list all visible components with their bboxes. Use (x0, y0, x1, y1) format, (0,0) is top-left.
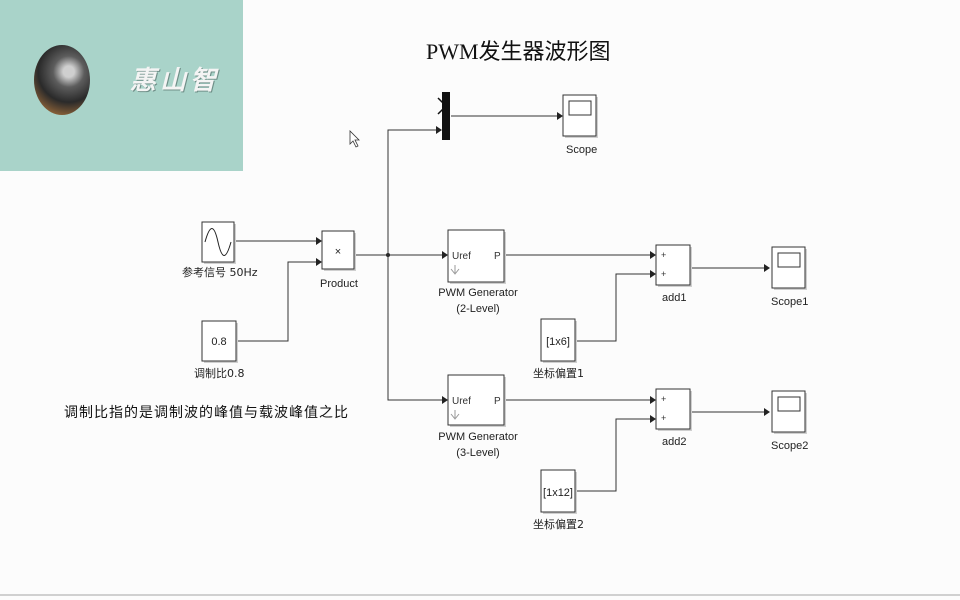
add2-block-label: add2 (662, 436, 686, 448)
arrow-icon (650, 270, 656, 278)
mux-marker-icon (437, 97, 448, 115)
arrow-icon (650, 396, 656, 404)
divider (0, 594, 960, 596)
pwm3-label-line1: PWM Generator (438, 431, 518, 443)
bias1-value: [1x6] (546, 336, 570, 348)
pwm2-label-line1: PWM Generator (438, 287, 518, 299)
arrow-icon (442, 251, 448, 259)
pwm2-down-arrow-icon (450, 265, 460, 275)
bias2-value: [1x12] (543, 487, 573, 499)
add1-sign-1: + (661, 250, 666, 260)
add2-block[interactable]: + + add2 (655, 388, 692, 448)
mux-block[interactable] (437, 92, 450, 140)
product-block-label: Product (320, 278, 358, 290)
scope2-block-label: Scope2 (771, 440, 808, 452)
scope-block[interactable]: Scope (562, 94, 598, 156)
wire-bias2-add2 (577, 418, 650, 492)
wire-bias1-add1 (577, 273, 650, 342)
bias1-constant-block[interactable]: [1x6] 坐标偏置1 (533, 318, 584, 380)
constant-value: 0.8 (211, 336, 226, 348)
constant-block-label: 调制比0.8 (194, 367, 245, 380)
scope2-block[interactable]: Scope2 (771, 390, 808, 452)
arrow-icon (650, 415, 656, 423)
add1-block[interactable]: + + add1 (655, 244, 692, 304)
wire-const-product (237, 261, 316, 342)
pwm3-output-label: P (494, 396, 501, 407)
wire-to-pwm3 (387, 255, 442, 401)
pwm-generator-2level-block[interactable]: Uref P PWM Generator (2-Level) (438, 229, 518, 315)
avatar (34, 45, 90, 115)
add2-sign-2: + (661, 413, 666, 423)
page-title: PWM发生器波形图 (426, 39, 611, 64)
pwm3-input-label: Uref (452, 396, 471, 407)
scope2-screen-icon (777, 396, 801, 412)
sine-wave-block[interactable]: 参考信号 50Hz (182, 221, 258, 279)
watermark-banner: 惠山智 (0, 0, 243, 171)
constant-block[interactable]: 0.8 调制比0.8 (194, 320, 245, 380)
pwm3-label-line2: (3-Level) (456, 447, 499, 459)
bias2-block-label: 坐标偏置2 (533, 517, 584, 531)
arrow-icon (650, 251, 656, 259)
product-symbol: × (335, 246, 341, 258)
pwm2-input-label: Uref (452, 251, 471, 262)
add1-block-label: add1 (662, 292, 686, 304)
scope-screen-icon (568, 100, 592, 116)
annotation-text: 调制比指的是调制波的峰值与载波峰值之比 (64, 405, 349, 421)
arrow-icon (557, 112, 563, 120)
arrow-icon (316, 237, 322, 245)
mouse-cursor-icon (349, 130, 360, 148)
scope-block-label: Scope (566, 144, 597, 156)
add2-sign-1: + (661, 394, 666, 404)
arrow-icon (442, 396, 448, 404)
pwm2-output-label: P (494, 251, 501, 262)
wire-to-mux (387, 129, 436, 255)
arrow-icon (764, 408, 770, 416)
arrow-icon (764, 264, 770, 272)
sine-wave-icon (204, 228, 232, 256)
bias1-block-label: 坐标偏置1 (533, 366, 584, 380)
signal-lines (235, 112, 770, 492)
sine-block-label: 参考信号 50Hz (182, 265, 258, 279)
arrow-icon (316, 258, 322, 266)
scope1-block[interactable]: Scope1 (771, 246, 808, 308)
signature-logo: 惠山智 (130, 66, 221, 96)
pwm-generator-3level-block[interactable]: Uref P PWM Generator (3-Level) (438, 374, 518, 459)
bias2-constant-block[interactable]: [1x12] 坐标偏置2 (533, 469, 584, 531)
add1-sign-2: + (661, 269, 666, 279)
scope1-block-label: Scope1 (771, 296, 808, 308)
arrow-icon (436, 126, 442, 134)
pwm2-label-line2: (2-Level) (456, 303, 499, 315)
product-block[interactable]: × Product (320, 230, 358, 290)
scope1-screen-icon (777, 252, 801, 268)
pwm3-down-arrow-icon (450, 410, 460, 420)
